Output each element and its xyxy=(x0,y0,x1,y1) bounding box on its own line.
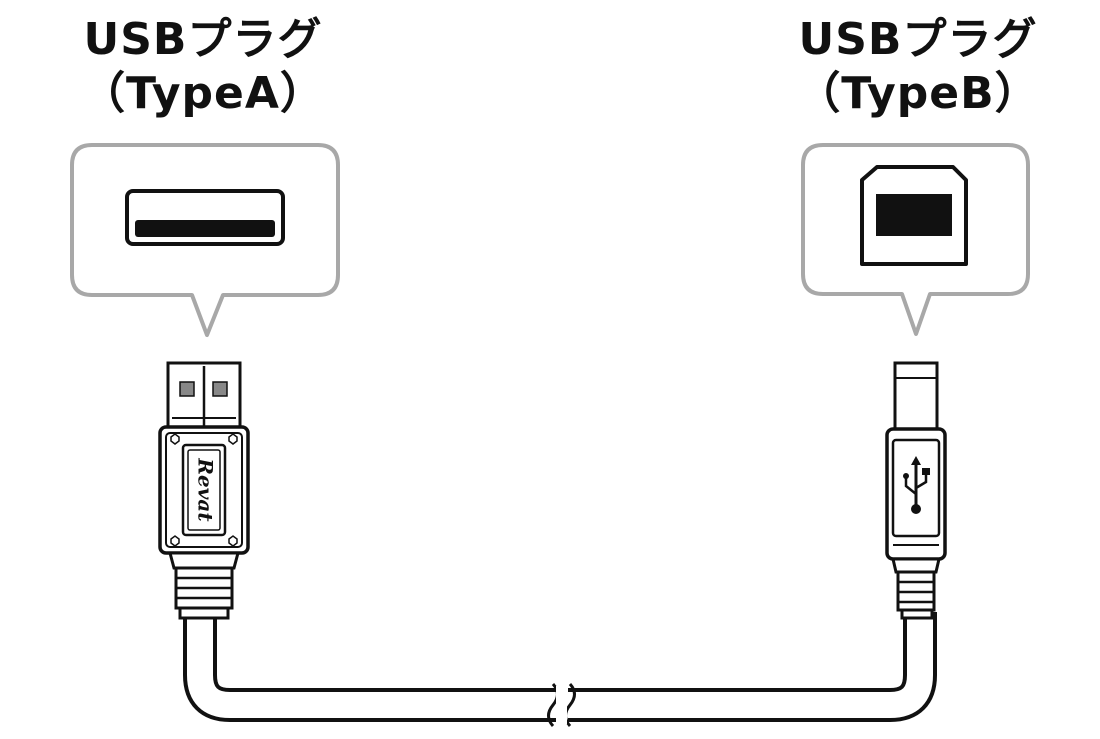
type-b-title-line1: USBプラグ xyxy=(798,14,1038,65)
type-b-callout xyxy=(801,143,1030,336)
type-a-title-line2: （TypeA） xyxy=(81,68,325,119)
type-b-connector xyxy=(885,361,947,620)
type-b-title-line2: （TypeB） xyxy=(796,68,1040,119)
cable-break-mark xyxy=(547,682,576,728)
type-b-title: USBプラグ （TypeB） xyxy=(768,13,1068,121)
type-a-title-line1: USBプラグ xyxy=(83,14,323,65)
type-a-title: USBプラグ （TypeA） xyxy=(53,13,353,121)
usb-type-a-port-icon xyxy=(125,189,285,246)
type-a-screws xyxy=(170,433,238,547)
usb-trident-icon xyxy=(903,456,930,514)
usb-cable xyxy=(183,608,937,728)
type-a-callout xyxy=(70,143,340,337)
type-a-connector: Revat xyxy=(158,361,250,620)
usb-type-b-port-icon xyxy=(860,165,968,266)
brand-logo: Revat xyxy=(194,457,218,522)
